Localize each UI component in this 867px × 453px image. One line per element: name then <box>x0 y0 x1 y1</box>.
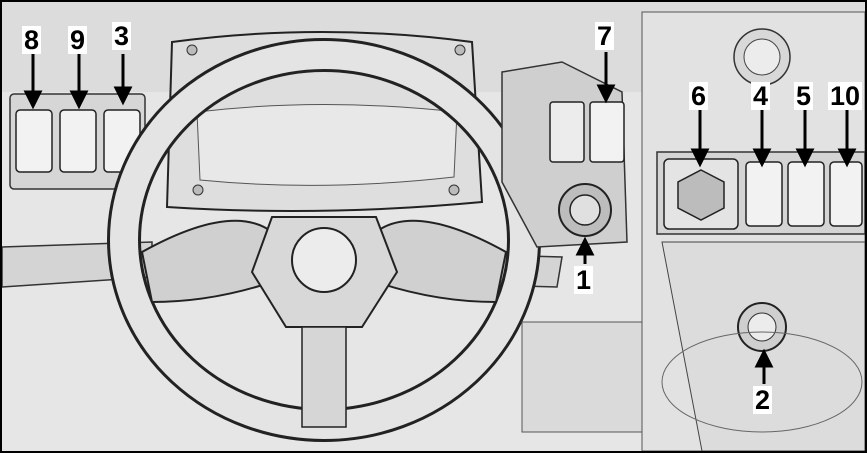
callout-3: 3 <box>112 22 131 50</box>
switch-5 <box>788 162 824 226</box>
callout-7: 7 <box>595 22 614 50</box>
horn-hub-icon <box>292 228 356 292</box>
callout-10: 10 <box>828 82 862 110</box>
callout-5: 5 <box>794 82 813 110</box>
callout-6: 6 <box>689 82 708 110</box>
callout-2: 2 <box>753 386 772 414</box>
switch-9 <box>60 110 96 172</box>
callout-9: 9 <box>68 26 87 54</box>
callout-1: 1 <box>574 266 593 294</box>
switch-10 <box>830 162 862 226</box>
switch-8 <box>16 110 52 172</box>
switch-4 <box>746 162 782 226</box>
callout-8: 8 <box>22 26 41 54</box>
switch-7 <box>590 102 624 162</box>
callout-4: 4 <box>751 82 770 110</box>
